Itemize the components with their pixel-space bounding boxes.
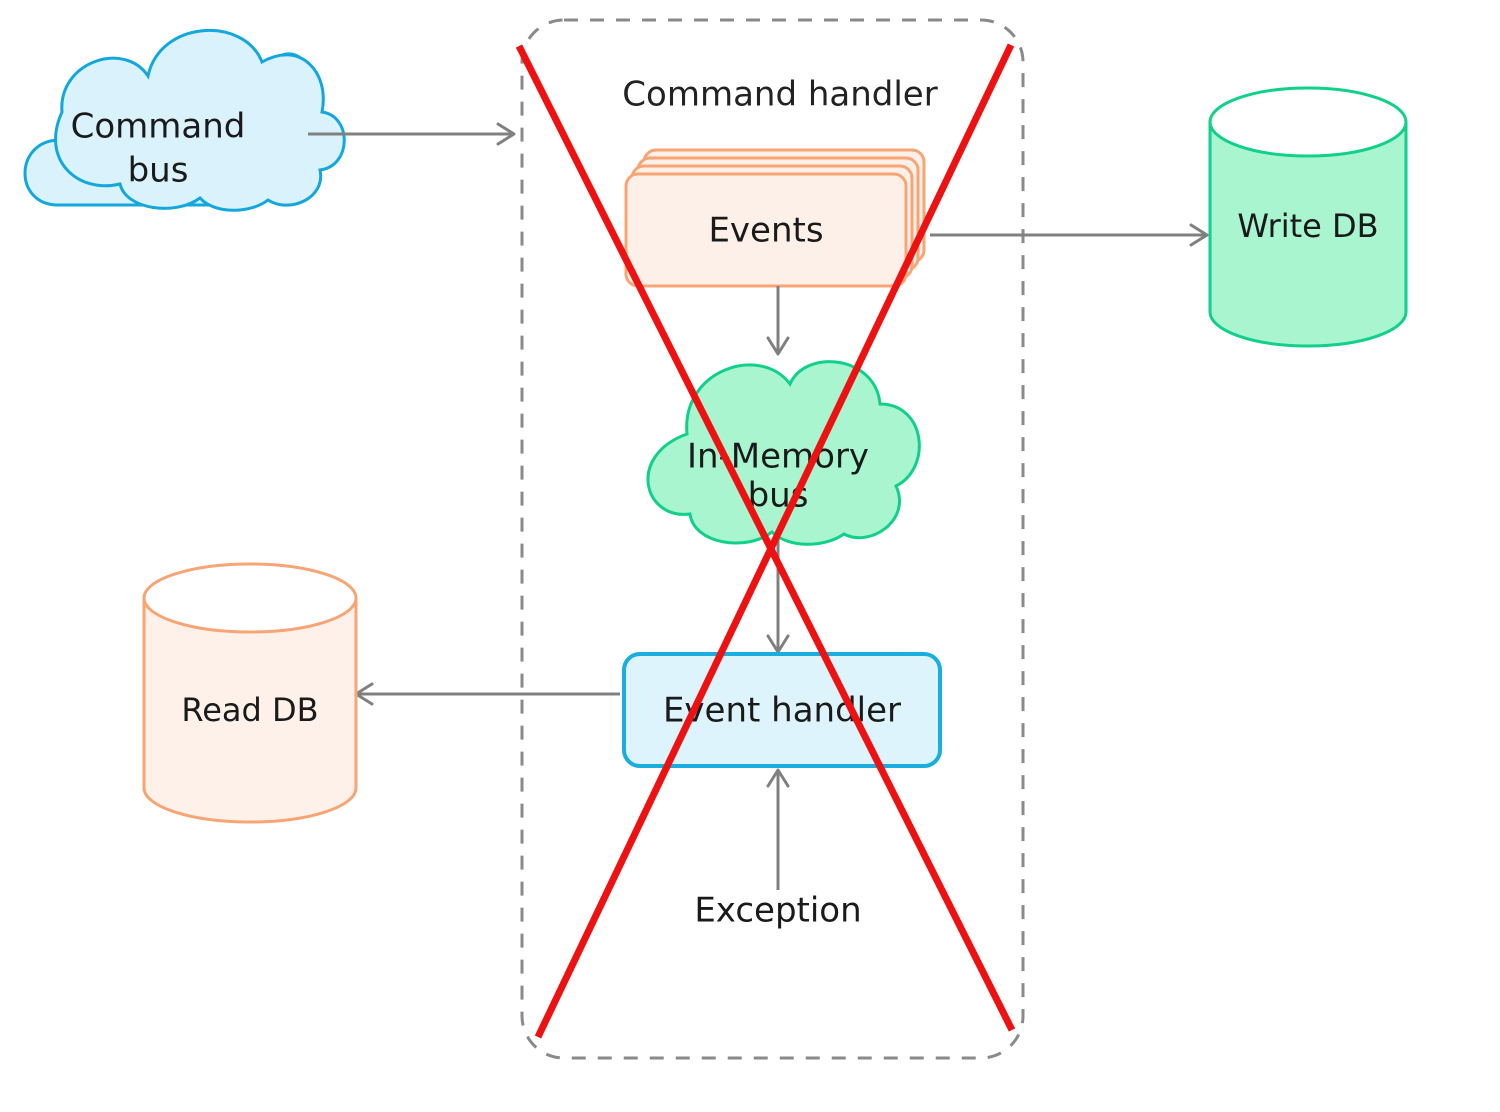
edge-eventhandler-to-readdb[interactable] — [354, 682, 620, 706]
exception-label: Exception — [694, 891, 861, 931]
edge-events-to-writedb[interactable] — [930, 223, 1209, 247]
command-handler-title: Command handler — [622, 75, 937, 115]
read-db-body — [142, 596, 358, 824]
invalidation-cross — [515, 43, 1016, 1039]
in-memory-bus-node[interactable]: In-Memory bus — [646, 360, 921, 546]
write-db-body — [1208, 120, 1408, 348]
write-db-node[interactable]: Write DB — [1208, 86, 1408, 348]
write-db-top — [1208, 86, 1408, 158]
edge-events-to-bus[interactable] — [766, 286, 790, 356]
read-db-label: Read DB — [181, 691, 318, 729]
strike-line-down — [515, 44, 1016, 1032]
command-bus-label-line1: Command — [71, 107, 246, 147]
edge-commandbus-to-handler[interactable] — [308, 122, 516, 146]
event-handler-box — [622, 652, 942, 768]
events-node[interactable]: Events — [624, 148, 926, 288]
cloud-shape-outline — [54, 29, 346, 212]
read-db-node[interactable]: Read DB — [142, 562, 358, 824]
command-handler-container[interactable] — [520, 18, 1025, 1060]
events-label: Events — [708, 211, 823, 251]
command-bus-node[interactable]: Command bus — [23, 29, 346, 212]
command-bus-label-line2: bus — [128, 151, 189, 191]
read-db-top — [142, 562, 358, 634]
edge-exception-to-eventhandler[interactable] — [766, 768, 790, 890]
in-memory-cloud-shape — [646, 360, 921, 546]
strike-line-up — [534, 43, 1015, 1039]
write-db-label: Write DB — [1237, 207, 1378, 245]
events-card-front — [624, 172, 908, 288]
